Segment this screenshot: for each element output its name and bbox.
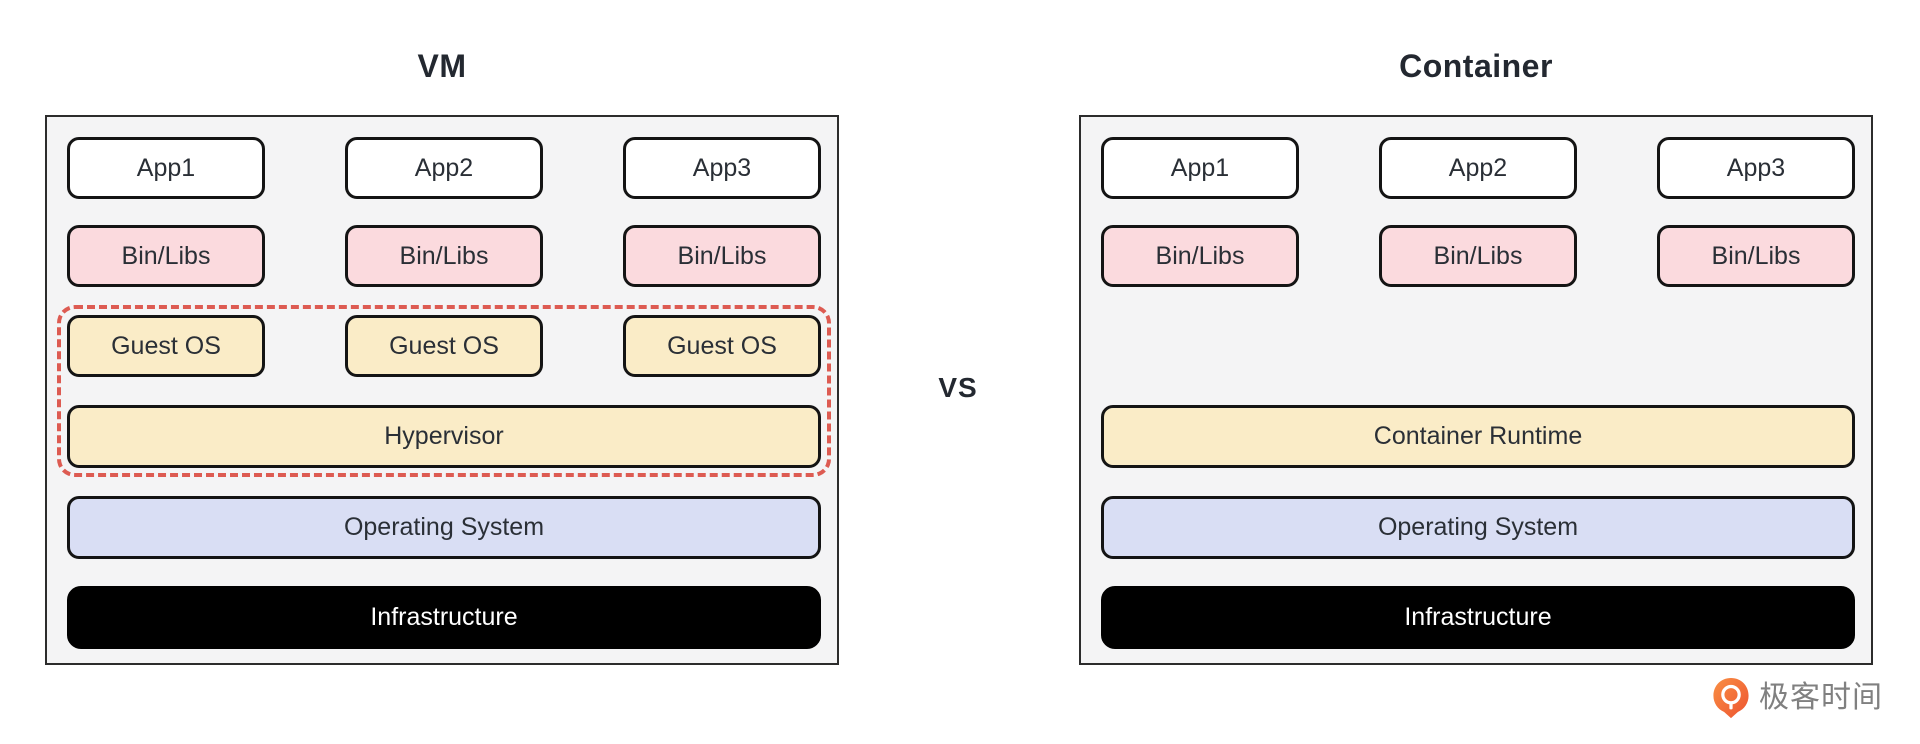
container-infrastructure-box: Infrastructure — [1101, 586, 1855, 649]
geektime-brand-text: 极客时间 — [1759, 681, 1883, 714]
geektime-watermark: 极客时间 — [1712, 676, 1883, 720]
container-app2-box: App2 — [1379, 137, 1577, 199]
container-binlibs1-box: Bin/Libs — [1101, 225, 1299, 287]
vm-panel: App1 App2 App3 Bin/Libs Bin/Libs Bin/Lib… — [45, 115, 839, 665]
vm-binlibs3-box: Bin/Libs — [623, 225, 821, 287]
vm-title: VM — [417, 48, 467, 84]
container-binlibs3-box: Bin/Libs — [1657, 225, 1855, 287]
vm-app3-box: App3 — [623, 137, 821, 199]
vm-hypervisor-box: Hypervisor — [67, 405, 821, 468]
vm-infrastructure-box: Infrastructure — [67, 586, 821, 649]
geektime-logo-icon — [1713, 678, 1749, 719]
vm-guestos1-box: Guest OS — [67, 315, 265, 377]
vm-binlibs2-box: Bin/Libs — [345, 225, 543, 287]
container-title: Container — [1399, 48, 1553, 84]
vs-label: VS — [938, 372, 978, 403]
vm-app1-box: App1 — [67, 137, 265, 199]
vm-guestos2-box: Guest OS — [345, 315, 543, 377]
container-app1-box: App1 — [1101, 137, 1299, 199]
vm-app2-box: App2 — [345, 137, 543, 199]
vm-binlibs1-box: Bin/Libs — [67, 225, 265, 287]
container-runtime-box: Container Runtime — [1101, 405, 1855, 468]
container-operating-system-box: Operating System — [1101, 496, 1855, 559]
container-app3-box: App3 — [1657, 137, 1855, 199]
vm-guestos3-box: Guest OS — [623, 315, 821, 377]
vm-operating-system-box: Operating System — [67, 496, 821, 559]
container-binlibs2-box: Bin/Libs — [1379, 225, 1577, 287]
vm-virtualization-group-outline — [57, 305, 831, 477]
container-panel: App1 App2 App3 Bin/Libs Bin/Libs Bin/Lib… — [1079, 115, 1873, 665]
